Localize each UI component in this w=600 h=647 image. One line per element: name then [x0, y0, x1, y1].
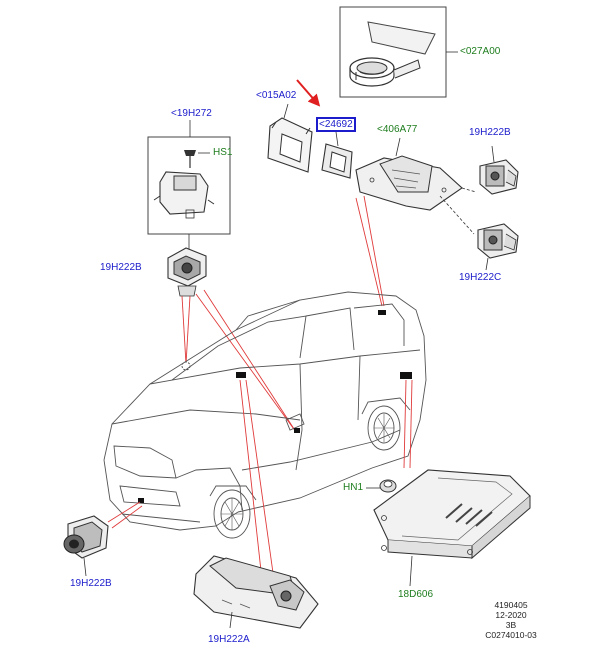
marker-mirror	[294, 428, 300, 433]
marker-front	[138, 498, 144, 503]
camera-19H222B-left	[167, 234, 207, 297]
label-19H222A[interactable]: 19H222A	[208, 634, 250, 645]
label-HS1[interactable]: HS1	[213, 147, 233, 158]
vehicle-outline	[103, 291, 427, 539]
camera-19H222B-bottom	[63, 515, 109, 577]
bracket-015A02	[267, 103, 313, 173]
label-406A77[interactable]: <406A77	[377, 124, 418, 135]
leaders-left-camera	[181, 289, 297, 433]
label-HN1[interactable]: HN1	[343, 482, 364, 493]
label-19H222C[interactable]: 19H222C	[459, 272, 502, 283]
marker-side-right	[400, 372, 412, 379]
label-19H272[interactable]: <19H272	[171, 108, 212, 119]
camera-19H222C	[477, 223, 519, 271]
leaders-lower	[107, 379, 413, 581]
mount-inset-19H272	[147, 120, 231, 235]
module-18D606	[366, 469, 531, 587]
drawing-reference: 4190405 12-2020 3B C0274010-03	[476, 600, 546, 640]
ref-code: C0274010-03	[485, 630, 537, 640]
gasket-24692	[321, 131, 353, 179]
highlight-arrow	[296, 79, 321, 107]
ref-revision: 3B	[505, 620, 517, 630]
housing-406A77	[355, 137, 477, 235]
marker-roof	[378, 310, 386, 315]
camera-19H222B-top	[479, 145, 519, 195]
tape-inset	[339, 6, 458, 98]
ref-number: 4190405	[494, 600, 528, 610]
leaders-housing	[355, 195, 385, 307]
label-19H222B-top[interactable]: 19H222B	[469, 127, 511, 138]
label-027A00[interactable]: <027A00	[460, 46, 501, 57]
ref-date: 12-2020	[495, 610, 527, 620]
label-19H222B-left[interactable]: 19H222B	[100, 262, 142, 273]
marker-side-left	[236, 372, 246, 378]
label-015A02[interactable]: <015A02	[256, 90, 297, 101]
label-18D606[interactable]: 18D606	[398, 589, 434, 600]
label-19H222B-bottom[interactable]: 19H222B	[70, 578, 112, 589]
housing-19H222A	[193, 555, 319, 629]
label-24692[interactable]: <24692	[316, 117, 356, 132]
